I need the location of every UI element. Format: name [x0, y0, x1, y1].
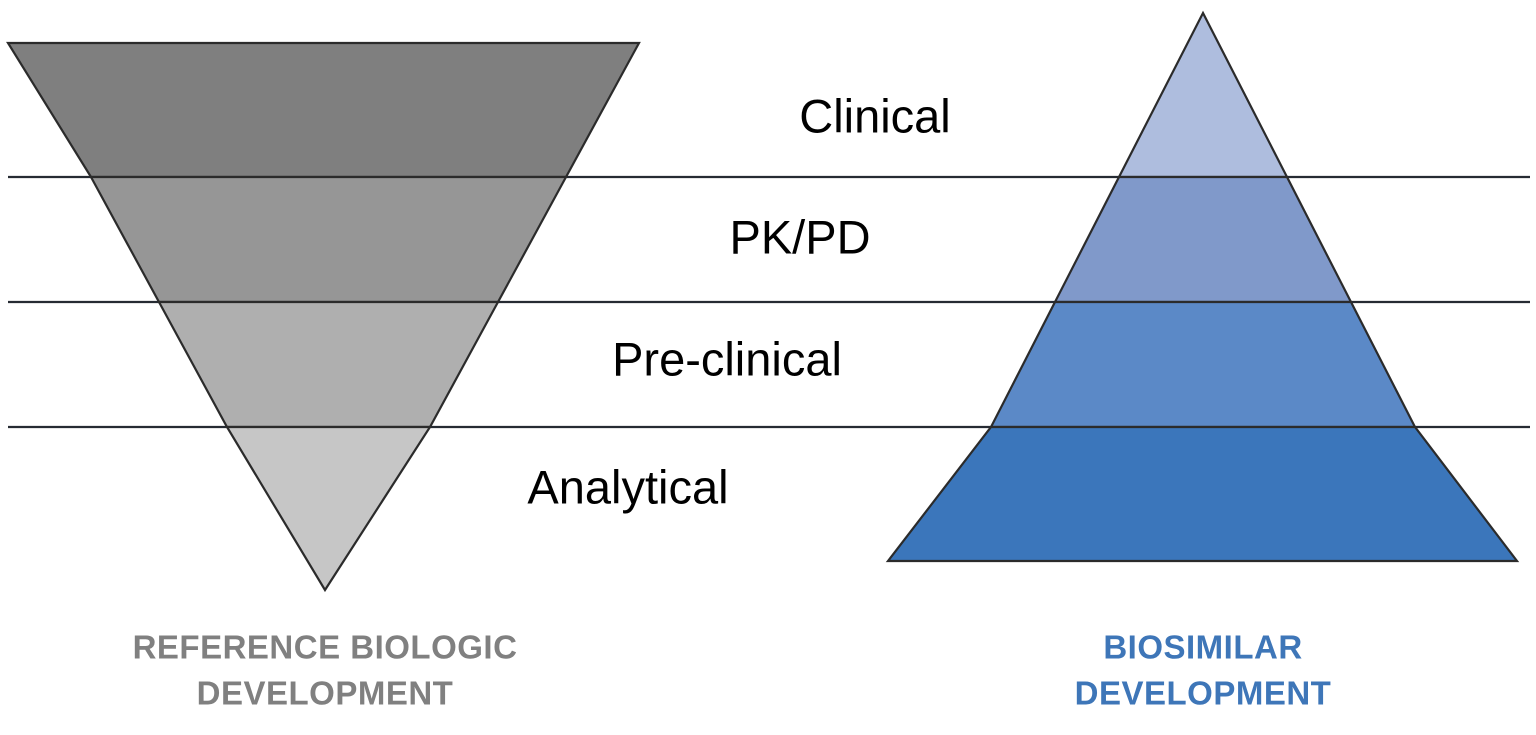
left-pyramid[interactable] [6, 41, 641, 593]
left-caption-line-2: DEVELOPMENT [197, 675, 454, 712]
left-band-analytical[interactable] [225, 425, 433, 593]
stage-labels: Clinical PK/PD Pre-clinical Analytical [527, 89, 950, 513]
right-pyramid[interactable] [885, 10, 1520, 563]
left-band-clinical[interactable] [6, 41, 641, 179]
right-caption-line-1: BIOSIMILAR [1103, 629, 1302, 666]
right-band-pkpd[interactable] [1053, 175, 1353, 304]
left-pyramid-caption: REFERENCE BIOLOGIC DEVELOPMENT [133, 629, 518, 712]
left-caption-line-1: REFERENCE BIOLOGIC [133, 629, 518, 666]
right-pyramid-caption: BIOSIMILAR DEVELOPMENT [1075, 629, 1332, 712]
right-band-pre-clinical[interactable] [989, 300, 1417, 429]
stage-label-pkpd: PK/PD [729, 210, 870, 263]
stage-label-pre-clinical: Pre-clinical [612, 332, 842, 385]
stage-label-analytical: Analytical [527, 460, 728, 513]
right-band-clinical[interactable] [1117, 10, 1289, 179]
right-band-analytical[interactable] [885, 425, 1520, 563]
stage-label-clinical: Clinical [799, 89, 951, 142]
left-band-pre-clinical[interactable] [157, 300, 500, 429]
right-caption-line-2: DEVELOPMENT [1075, 675, 1332, 712]
left-band-pkpd[interactable] [89, 175, 568, 304]
